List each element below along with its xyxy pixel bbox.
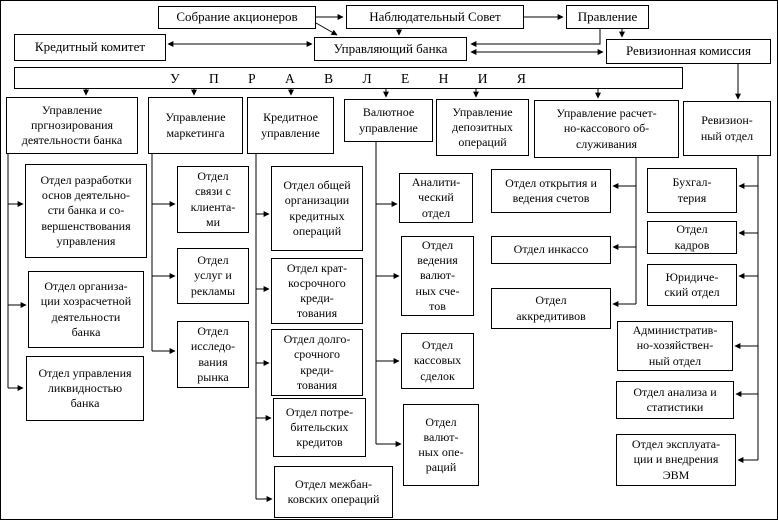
node-letters-of-credit-dept: Отдел аккредитивов: [491, 288, 611, 329]
node-legal-dept: Юридиче- ский отдел: [647, 264, 737, 306]
node-supervisory-board: Наблюдательный Совет: [346, 5, 524, 29]
node-analysis-statistics-dept: Отдел анализа и статистики: [616, 381, 734, 419]
node-dev-fundamentals-dept: Отдел разработки основ деятельно- сти ба…: [25, 164, 147, 258]
node-audit-commission: Ревизионная комиссия: [606, 39, 771, 64]
header-currency-dept: Валютное управление: [344, 99, 433, 142]
node-interbank-ops-dept: Отдел межбан- ковских операций: [274, 466, 393, 518]
header-marketing-dept: Управление маркетинга: [148, 97, 243, 154]
node-analytical-dept: Аналити- ческий отдел: [399, 173, 473, 223]
node-credit-ops-org-dept: Отдел общей организации кредитных операц…: [271, 166, 363, 251]
node-liquidity-dept: Отдел управления ликвидностью банка: [26, 356, 144, 421]
node-cash-transactions-dept: Отдел кассовых сделок: [401, 333, 474, 389]
band-upravleniya: У П Р А В Л Е Н И Я: [14, 67, 683, 89]
node-consumer-credit-dept: Отдел потре- бительских кредитов: [273, 398, 366, 457]
header-deposit-dept: Управление депозитных операций: [436, 99, 529, 156]
node-market-research-dept: Отдел исследо- вания рынка: [177, 321, 249, 388]
header-credit-dept: Кредитное управление: [247, 97, 334, 154]
node-long-term-credit-dept: Отдел долго- срочного креди- тования: [271, 329, 363, 396]
node-bank-manager: Управляющий банка: [314, 37, 467, 61]
node-account-opening-dept: Отдел открытия и ведения счетов: [491, 169, 611, 213]
node-short-term-credit-dept: Отдел крат- косрочного креди- тования: [271, 258, 363, 324]
header-forecasting-dept: Управление пргнозирования деятельности б…: [6, 97, 138, 154]
node-computer-ops-dept: Отдел эксплуата- ции и внедрения ЭВМ: [616, 434, 736, 486]
node-admin-economic-dept: Административ- но-хозяйствен- ный отдел: [617, 321, 733, 371]
node-services-advertising-dept: Отдел услуг и рекламы: [177, 248, 249, 304]
header-cash-settlement-dept: Управление расчет- но-кассового об- служ…: [534, 100, 679, 158]
node-currency-accounts-dept: Отдел ведения валют- ных сче- тов: [401, 236, 474, 316]
node-client-relations-dept: Отдел связи с клиента- ми: [177, 166, 249, 233]
node-currency-ops-dept: Отдел валют- ных опе- раций: [403, 404, 479, 486]
connectors: [7, 14, 759, 502]
node-collection-dept: Отдел инкассо: [491, 236, 611, 264]
node-shareholders-meeting: Собрание акционеров: [158, 6, 316, 29]
node-credit-committee: Кредитный комитет: [14, 34, 166, 61]
node-self-financing-dept: Отдел организа- ции хозрасчетной деятель…: [28, 271, 144, 348]
header-audit-dept: Ревизион- ный отдел: [683, 101, 771, 156]
node-accounting-dept: Бухгал- терия: [647, 168, 737, 213]
node-management-board: Правление: [566, 5, 649, 29]
node-hr-dept: Отдел кадров: [647, 221, 737, 254]
